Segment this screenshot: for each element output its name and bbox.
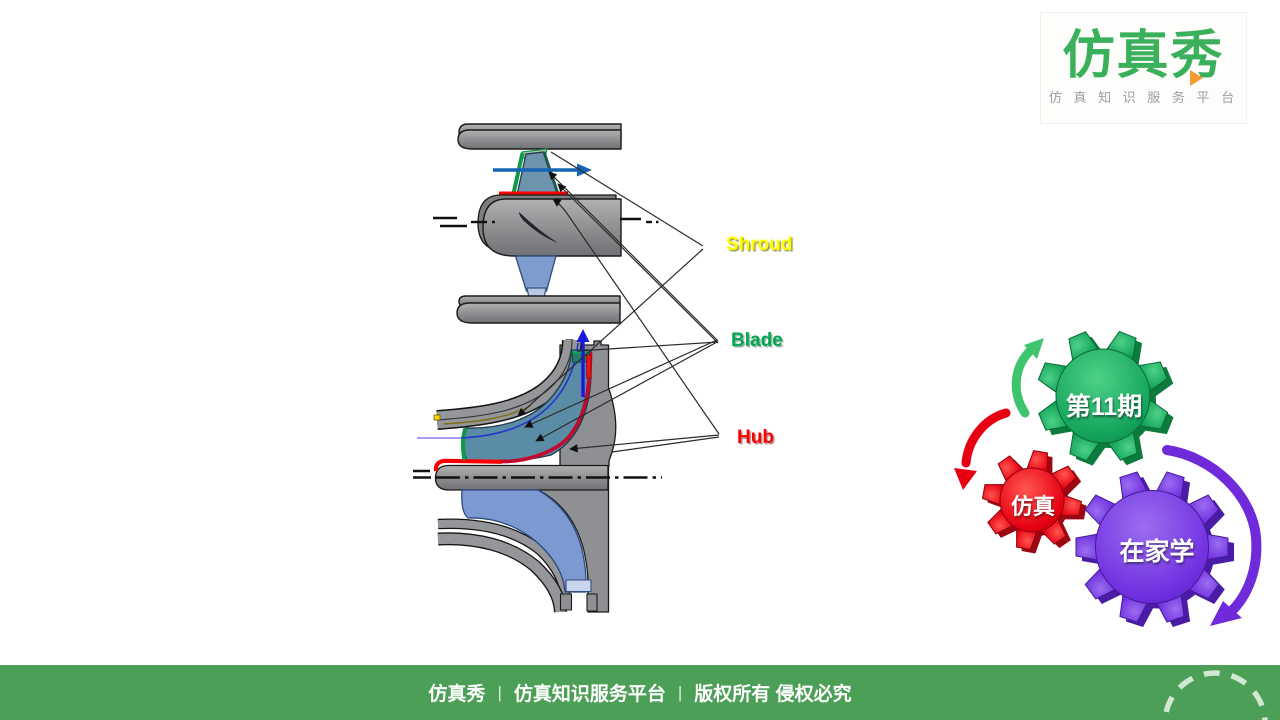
gear-red: [981, 449, 1087, 554]
brand-logo: 仿真秀 仿 真 知 识 服 务 平 台: [1040, 12, 1247, 124]
green-curved-arrow: [1011, 345, 1036, 418]
centerline-meridional: [413, 469, 662, 479]
footer-separator: |: [677, 682, 683, 702]
blade-label: Blade: [731, 330, 783, 351]
dashed-arc-decoration: [1162, 670, 1268, 720]
gear-red-label: 仿真: [1010, 494, 1055, 519]
leader-lines: [517, 151, 720, 453]
gear-purple: [1075, 471, 1234, 628]
blade-edge-red-stripe: [586, 354, 592, 379]
impeller-axial-view: [433, 123, 659, 324]
hub-label: Hub: [737, 427, 774, 448]
flow-arrow-horizontal: [493, 163, 592, 177]
gear-graphic: [954, 330, 1262, 628]
footer-brand: 仿真秀: [428, 684, 486, 705]
brand-subtitle: 仿 真 知 识 服 务 平 台: [1048, 89, 1239, 105]
blade-leading-edge-green: [511, 152, 525, 194]
footer-separator: |: [497, 682, 502, 702]
hub-inlet-red: [433, 458, 503, 472]
footer-copyright: 版权所有 侵权必究: [694, 684, 852, 705]
outlet-strip-light: [565, 579, 592, 593]
shroud-band-bottom: [437, 518, 572, 613]
leading-edge-green: [460, 427, 468, 461]
gear-green: [1037, 330, 1174, 466]
hub-body: [482, 198, 622, 257]
red-curved-arrow: [961, 408, 1011, 468]
passage-lower-blue: [461, 489, 587, 593]
gear-purple-label: 在家学: [1119, 538, 1195, 566]
shroud-label: Shroud: [726, 234, 793, 255]
bottom-shroud-plate: [456, 302, 621, 324]
purple-curved-arrow: [1162, 445, 1262, 621]
impeller-meridional-view: [413, 329, 662, 613]
play-icon: [1190, 70, 1203, 86]
footer-bar: 仿真秀 | 仿真知识服务平台 | 版权所有 侵权必究: [0, 665, 1280, 720]
centerline-axial: [433, 216, 659, 228]
gear-green-label: 第11期: [1065, 393, 1143, 421]
blade-bottom: [514, 255, 557, 292]
streamline: [460, 342, 579, 439]
footer-platform: 仿真知识服务平台: [513, 684, 666, 705]
hub-contour-crimson: [499, 351, 593, 464]
